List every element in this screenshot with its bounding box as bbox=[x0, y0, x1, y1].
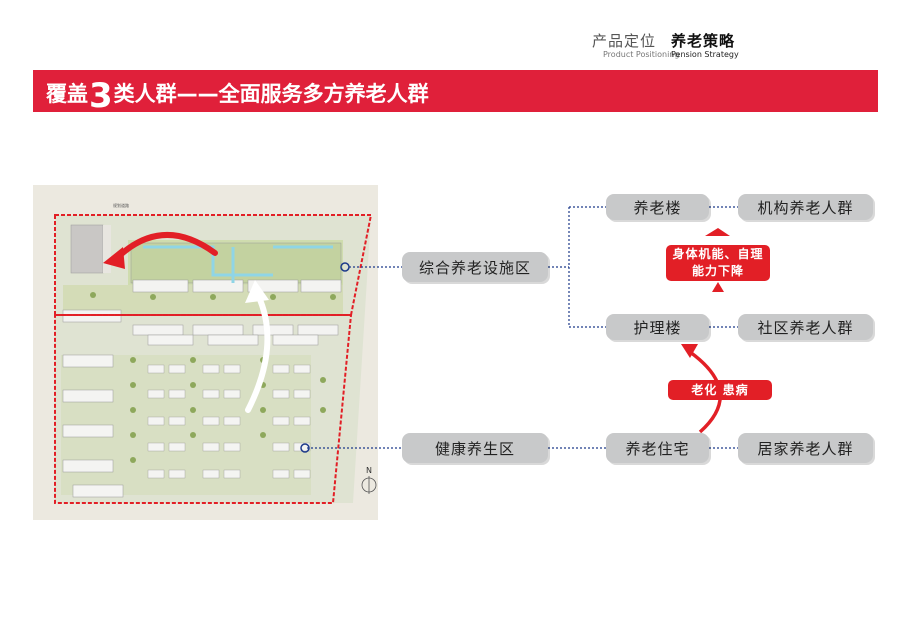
banner-title: 覆盖3类人群——全面服务多方养老人群 bbox=[46, 76, 429, 116]
section-title-en: Product Positioning bbox=[603, 50, 680, 59]
north-label: N bbox=[366, 466, 372, 475]
home-group-box: 居家养老人群 bbox=[738, 433, 873, 463]
nursing-building-box: 护理楼 bbox=[606, 314, 709, 340]
site-plan: 规划道路 N bbox=[33, 185, 378, 520]
banner-number: 3 bbox=[89, 76, 113, 116]
elderly-housing-box: 养老住宅 bbox=[606, 433, 709, 463]
topic-title-en: Pension Strategy bbox=[671, 50, 739, 59]
banner-prefix: 覆盖 bbox=[46, 82, 88, 106]
elderly-building-box: 养老楼 bbox=[606, 194, 709, 220]
topic-title: 养老策略 bbox=[671, 32, 736, 50]
arrow-head-white bbox=[245, 280, 269, 303]
road-label: 规划道路 bbox=[113, 202, 129, 208]
zone-healthy-box: 健康养生区 bbox=[402, 433, 548, 463]
title-banner bbox=[33, 70, 878, 112]
section-title: 产品定位 bbox=[592, 32, 657, 50]
institutional-group-box: 机构养老人群 bbox=[738, 194, 873, 220]
community-group-box: 社区养老人群 bbox=[738, 314, 873, 340]
zone-facility-box: 综合养老设施区 bbox=[402, 252, 548, 282]
decline-label: 身体机能、自理能力下降 bbox=[666, 245, 770, 281]
aging-label: 老化 患病 bbox=[668, 380, 772, 400]
banner-suffix: 类人群——全面服务多方养老人群 bbox=[113, 82, 429, 106]
arrow-head bbox=[103, 247, 125, 269]
